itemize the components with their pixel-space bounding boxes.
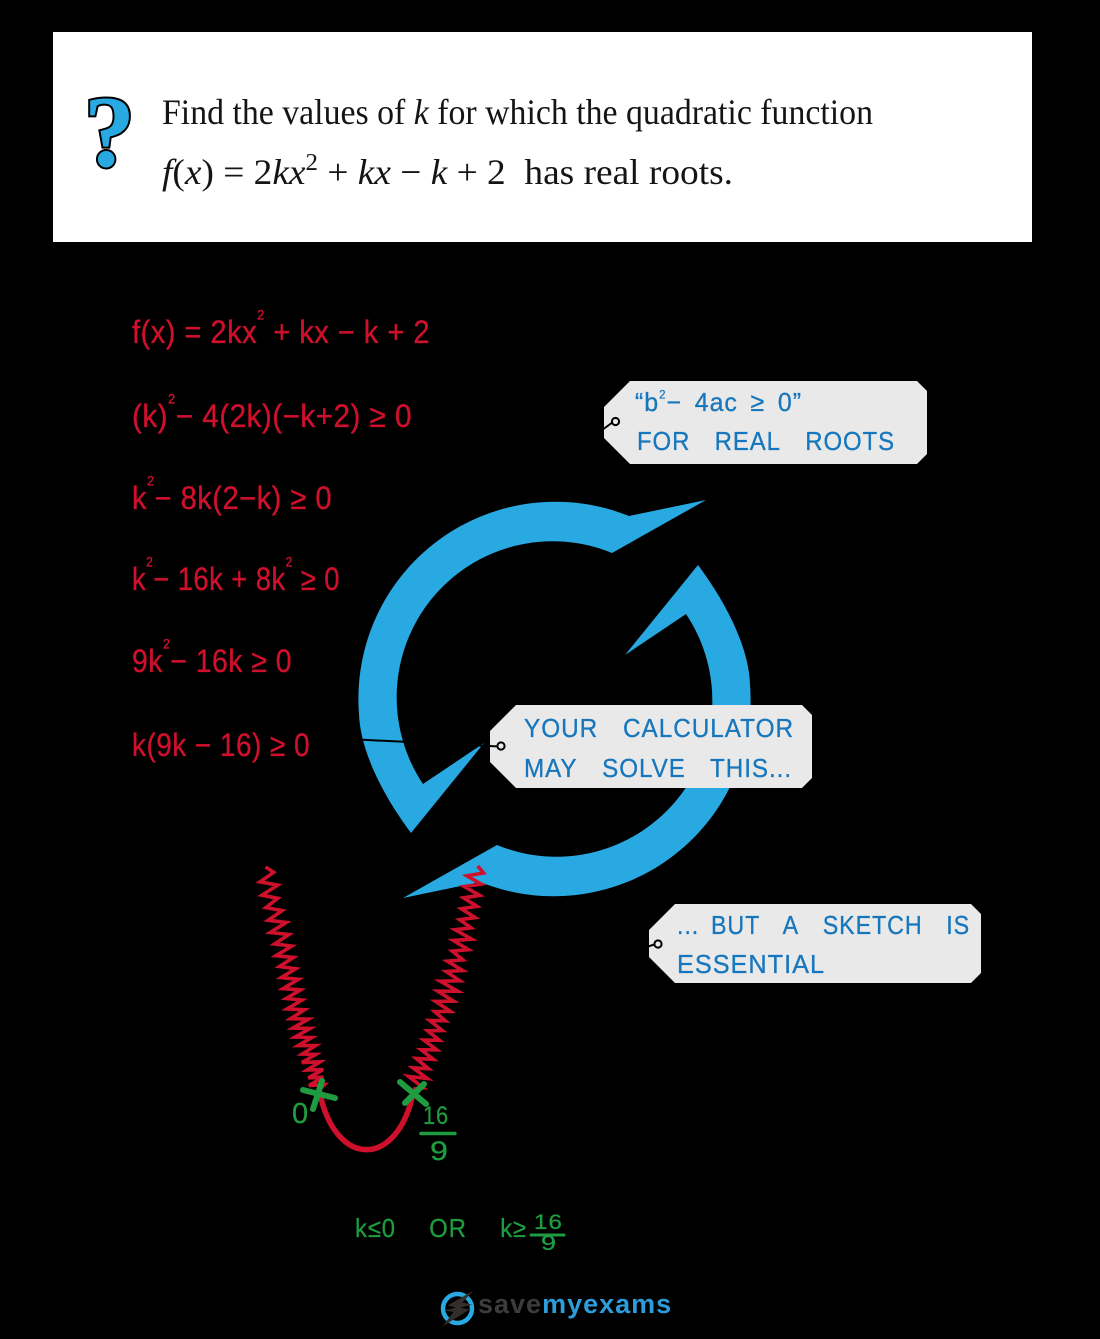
svg-text:?: ? — [84, 76, 135, 189]
